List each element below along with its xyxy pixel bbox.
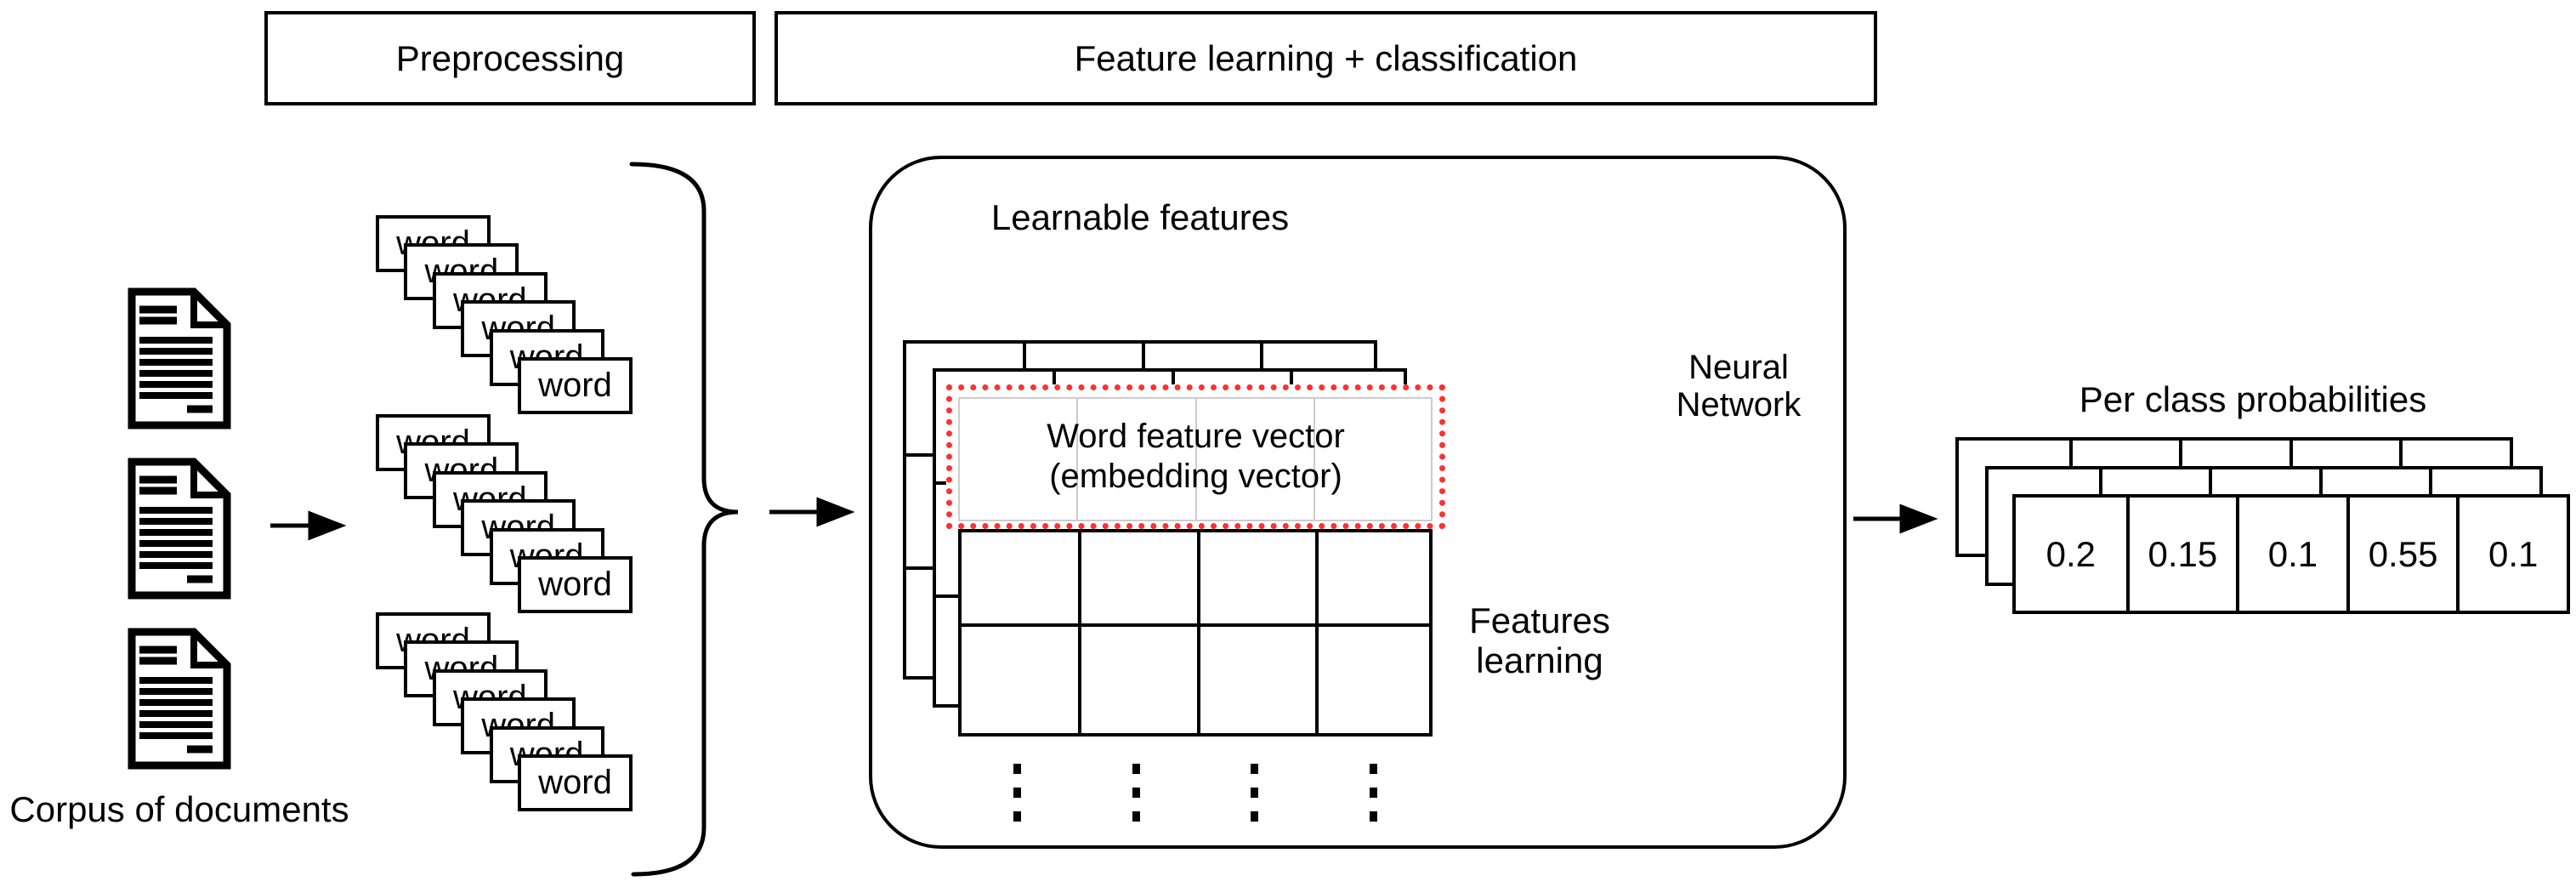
- probability-cell: 0.15: [2125, 498, 2237, 611]
- feature-table-layer-front: [958, 529, 1433, 737]
- per-class-probabilities-label: Per class probabilities: [2079, 379, 2427, 419]
- ellipsis-dot: [1251, 764, 1258, 774]
- ellipsis-dot: [1132, 788, 1140, 798]
- preprocessing-stage-box: Preprocessing: [264, 11, 756, 105]
- document-icon: [132, 632, 227, 765]
- word-feature-vector-label: Word feature vector (embedding vector): [1047, 418, 1345, 495]
- ellipsis-dot: [1370, 764, 1377, 774]
- word-stacks-brace: [629, 162, 739, 877]
- features-learning-label: Features learning: [1469, 600, 1610, 680]
- ellipsis-dot: [1251, 788, 1258, 798]
- feature-learning-stage-box: Feature learning + classification: [775, 11, 1877, 105]
- word-token-box: word: [518, 357, 633, 414]
- ellipsis-dot: [1013, 788, 1021, 798]
- probability-cell: 0.1: [2236, 498, 2346, 611]
- learnable-features-label: Learnable features: [990, 197, 1290, 237]
- corpus-caption: Corpus of documents: [9, 789, 349, 829]
- preprocessing-stage-label: Preprocessing: [395, 37, 625, 78]
- ellipsis-dot: [1132, 764, 1140, 774]
- document-icons-group: [132, 292, 227, 765]
- word-feature-vector-highlight: Word feature vector (embedding vector): [946, 384, 1445, 529]
- document-icon: [132, 292, 227, 425]
- word-token-box: word: [518, 754, 633, 811]
- feature-learning-stage-label: Feature learning + classification: [1074, 37, 1578, 78]
- probability-cell: 0.1: [2456, 498, 2567, 611]
- ellipsis-dot: [1013, 811, 1021, 822]
- probability-cell: 0.2: [2045, 533, 2096, 574]
- ellipsis-dot: [1370, 811, 1377, 822]
- ellipsis-dot: [1132, 811, 1140, 822]
- word-token-box: word: [518, 556, 633, 613]
- document-icon: [132, 462, 227, 595]
- ellipsis-dot: [1013, 764, 1021, 774]
- neural-network-label: Neural Network: [1676, 349, 1801, 424]
- embedding-row: [958, 397, 1433, 521]
- ellipsis-dot: [1251, 811, 1258, 822]
- probability-cell: 0.55: [2346, 498, 2457, 611]
- ellipsis-dot: [1370, 788, 1377, 798]
